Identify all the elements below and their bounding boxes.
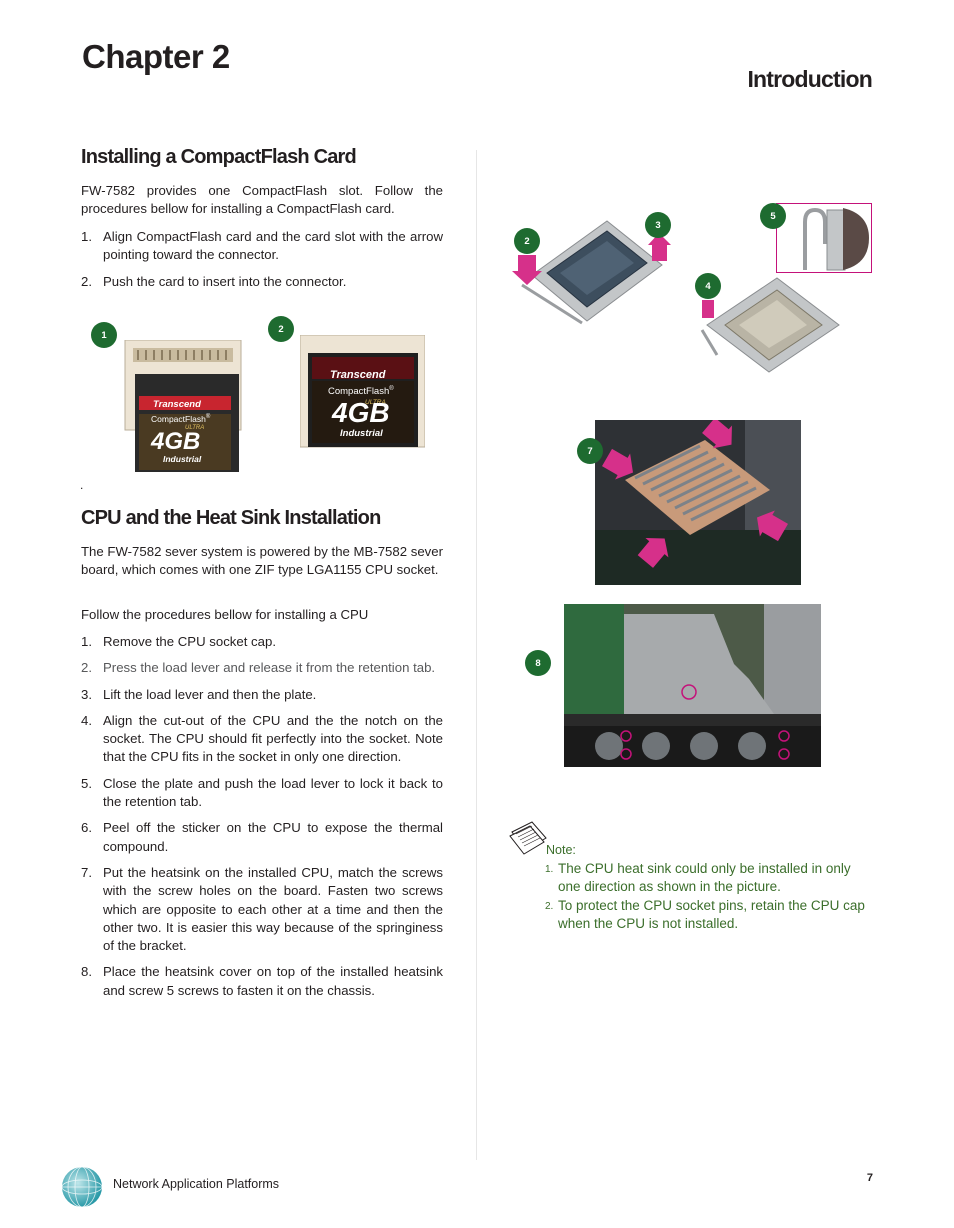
list-item: 5.Close the plate and push the load leve…: [81, 775, 443, 810]
figure-label-2: 2: [514, 228, 540, 254]
card-tier: Industrial: [340, 428, 383, 439]
chapter-title: Chapter 2: [82, 38, 230, 75]
card-grade: ULTRA: [365, 399, 386, 406]
figure-label-1: 1: [91, 322, 117, 348]
list-item: 2.Push the card to insert into the conne…: [81, 273, 347, 289]
list-item: 1.Remove the CPU socket cap.: [81, 634, 276, 649]
cpu-intro: The FW-7582 sever system is powered by t…: [81, 544, 443, 578]
figure-label-3: 3: [645, 212, 671, 238]
card-tier: Industrial: [163, 454, 202, 464]
list-item: 2.Press the load lever and release it fr…: [81, 660, 436, 676]
cpu-intro-2: Follow the procedures bellow for install…: [81, 607, 369, 622]
list-item: 6.Peel off the sticker on the CPU to exp…: [81, 820, 443, 854]
column-divider: [476, 150, 477, 1160]
cpu-steps: 1.Remove the CPU socket cap. 2.Press the…: [81, 633, 443, 1008]
cpu-installed-photo: [697, 270, 842, 375]
list-item: 3.Lift the load lever and then the plate…: [81, 686, 317, 702]
list-item: 1.Align CompactFlash card and the card s…: [81, 229, 443, 263]
card-type: CompactFlash®: [151, 414, 211, 424]
list-item: 8.Place the heatsink cover on top of the…: [81, 964, 443, 998]
section-title: Introduction: [747, 66, 872, 92]
cf-intro: FW-7582 provides one CompactFlash slot. …: [81, 183, 443, 217]
figure-label-4: 4: [695, 273, 721, 299]
figure-label-5: 5: [760, 203, 786, 229]
page-number: 7: [866, 1172, 873, 1184]
cf-heading: Installing a CompactFlash Card: [81, 146, 357, 168]
footer-text: Network Application Platforms: [113, 1177, 280, 1191]
cpu-heading: CPU and the Heat Sink Installation: [81, 507, 381, 529]
figure-label-2: 2: [268, 316, 294, 342]
cf-card-photo-1: Transcend CompactFlash® ULTRA 4GB Indust…: [123, 339, 243, 475]
cpu-socket-photo: [512, 215, 672, 325]
list-item: 7.Put the heatsink on the installed CPU,…: [81, 864, 443, 954]
figure-label-7: 7: [577, 438, 603, 464]
card-type: CompactFlash®: [328, 386, 394, 398]
list-item: 1.The CPU heat sink could only be instal…: [545, 861, 851, 895]
note-icon: [508, 818, 548, 858]
cf-steps: 1.Align CompactFlash card and the card s…: [81, 228, 443, 299]
card-brand: Transcend: [330, 369, 386, 381]
lever-detail-photo: [776, 203, 872, 273]
heatsink-photo: [595, 417, 801, 585]
note-list: 1.The CPU heat sink could only be instal…: [545, 860, 875, 933]
card-capacity: 4GB: [151, 428, 201, 455]
stray-mark: .: [80, 478, 84, 492]
globe-logo: [60, 1165, 105, 1210]
cf-card-photo-2: Transcend CompactFlash® ULTRA 4GB Indust…: [299, 334, 426, 450]
figure-label-8: 8: [525, 650, 551, 676]
card-grade: ULTRA: [185, 425, 205, 431]
card-brand: Transcend: [153, 399, 201, 410]
note-label: Note:: [546, 843, 576, 857]
list-item: 4.Align the cut-out of the CPU and the t…: [81, 712, 443, 765]
heatsink-cover-photo: [564, 604, 821, 767]
card-capacity: 4GB: [332, 397, 390, 428]
list-item: 2. To protect the CPU socket pins, retai…: [545, 897, 865, 931]
